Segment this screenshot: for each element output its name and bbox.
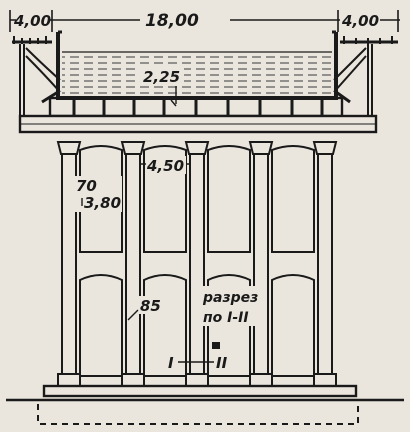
- foundation-slab: [42, 384, 358, 398]
- tank-depth-leader: [170, 86, 177, 107]
- column-5: [312, 141, 338, 387]
- column-1: [56, 141, 82, 387]
- label-bg: [140, 8, 230, 30]
- section-mark-right: II: [216, 354, 228, 372]
- label-bg: [16, 8, 48, 28]
- column-3: [184, 141, 210, 387]
- span-dimension: 18,00: [145, 11, 199, 31]
- water-channel: [56, 30, 338, 100]
- label-bg: [146, 156, 186, 174]
- deck-beam-grid: [41, 90, 351, 118]
- right-console-dimension: 4,00: [341, 12, 379, 30]
- label-bg: [138, 296, 164, 314]
- column-2: [120, 141, 146, 387]
- column-spacing-dimension: 4,50: [146, 157, 184, 175]
- footing-outline: [37, 404, 359, 425]
- lower-ref-dimension: 85: [140, 297, 161, 315]
- label-bg: [140, 68, 184, 86]
- label-bg: [340, 8, 380, 28]
- panel-height-dimension: 3,80: [84, 194, 121, 212]
- column-4: [248, 141, 274, 387]
- upper-panels: [79, 145, 315, 253]
- section-mark-left: I: [168, 354, 174, 372]
- label-bg: [200, 286, 260, 326]
- main-deck-girder: [18, 114, 378, 134]
- lower-panels: [79, 274, 315, 377]
- lower-ref-leader: [127, 309, 139, 321]
- section-title-line2: по I-II: [203, 310, 249, 326]
- tank-depth-dimension: 2,25: [143, 68, 180, 86]
- left-console: [12, 36, 61, 116]
- label-bg: [214, 352, 234, 370]
- panel-ref-dimension: 70: [76, 177, 97, 195]
- left-console-dimension: 4,00: [13, 12, 51, 30]
- right-console: [333, 36, 398, 116]
- section-marker: [212, 342, 220, 349]
- section-title-line1: разрез: [202, 290, 258, 306]
- label-bg: [166, 352, 178, 370]
